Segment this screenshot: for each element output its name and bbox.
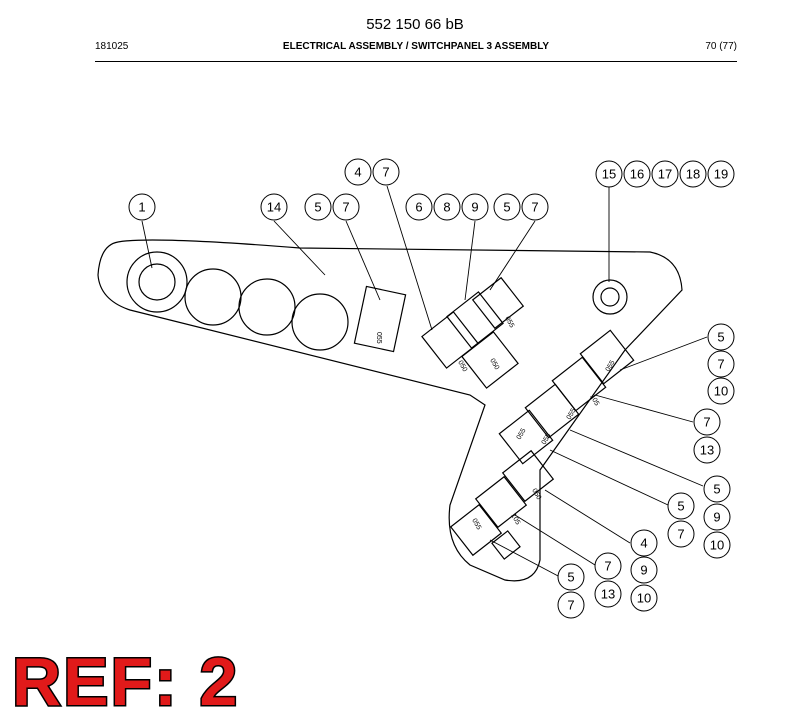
joystick-symbol-3	[291, 293, 349, 351]
callout-circle	[433, 193, 461, 221]
page-title: ELECTRICAL ASSEMBLY / SWITCHPANEL 3 ASSE…	[282, 41, 550, 52]
callout-circle	[703, 475, 731, 503]
callout-number: 8	[443, 200, 450, 215]
callout-circle	[128, 193, 156, 221]
joystick-symbol-2	[238, 278, 296, 336]
callout-number: 7	[677, 527, 684, 542]
callout-number: 16	[630, 167, 644, 182]
switch-label: 050	[456, 360, 468, 374]
callout-number: 7	[717, 357, 724, 372]
switch-label: 050	[488, 358, 500, 372]
callout-circle	[703, 503, 731, 531]
callout-circle	[405, 193, 433, 221]
callout-number: 10	[637, 591, 651, 606]
key-switch	[126, 251, 188, 313]
callout-number: 7	[382, 165, 389, 180]
callout-number: 9	[713, 510, 720, 525]
document-number: 552 150 66 bB	[366, 16, 464, 33]
callout-number: 5	[503, 200, 510, 215]
callout-circle	[594, 552, 622, 580]
switch-label: 105	[588, 394, 600, 408]
switch-label: 055	[516, 427, 528, 441]
callout-number: 5	[314, 200, 321, 215]
ref-label: REF: 2	[10, 644, 240, 720]
callout-number: 9	[640, 563, 647, 578]
callout-circle	[693, 436, 721, 464]
callout-circle	[703, 531, 731, 559]
callout-circle	[372, 158, 400, 186]
callout-number: 7	[531, 200, 538, 215]
callout-number: 17	[658, 167, 672, 182]
callout-number: 7	[703, 415, 710, 430]
date-code: 181025	[95, 41, 129, 52]
emergency-stop	[592, 279, 628, 315]
callout-circle	[260, 193, 288, 221]
callout-circle	[707, 323, 735, 351]
callout-circle	[557, 591, 585, 619]
callout-number: 4	[354, 165, 361, 180]
callout-circle	[667, 492, 695, 520]
callout-number: 5	[713, 482, 720, 497]
callout-circle	[630, 556, 658, 584]
callout-circle	[594, 580, 622, 608]
callout-number: 7	[342, 200, 349, 215]
switch-label: 055	[503, 316, 515, 330]
callout-number: 1	[138, 200, 145, 215]
callout-number: 5	[677, 499, 684, 514]
header-rule	[95, 61, 737, 62]
switch-label: 055	[566, 407, 578, 421]
callout-circle	[707, 350, 735, 378]
switch-label: 055	[470, 518, 482, 532]
page-header: 181025 ELECTRICAL ASSEMBLY / SWITCHPANEL…	[95, 41, 737, 55]
callout-circle	[461, 193, 489, 221]
callout-number: 10	[710, 538, 724, 553]
callout-number: 10	[714, 384, 728, 399]
switch-label: 055	[375, 332, 382, 344]
switch-label: 055	[605, 359, 617, 373]
callout-circle	[304, 193, 332, 221]
callout-circle	[332, 193, 360, 221]
callout-circle	[707, 377, 735, 405]
callout-number: 4	[640, 536, 647, 551]
callout-number: 13	[601, 587, 615, 602]
callout-number: 14	[267, 200, 281, 215]
switch-label: 055	[541, 432, 553, 446]
callout-number: 19	[714, 167, 728, 182]
callout-circle	[630, 584, 658, 612]
callout-number: 7	[567, 598, 574, 613]
callout-number: 5	[567, 570, 574, 585]
callout-number: 15	[602, 167, 616, 182]
callout-number: 9	[471, 200, 478, 215]
switch-label: 050	[530, 488, 542, 502]
callout-number: 18	[686, 167, 700, 182]
callout-number: 6	[415, 200, 422, 215]
switch-frame	[353, 285, 407, 353]
panel-outline	[97, 239, 683, 582]
callout-circle	[667, 520, 695, 548]
callout-number: 7	[604, 559, 611, 574]
callout-circle	[344, 158, 372, 186]
callout-circle	[623, 160, 651, 188]
callout-circle	[679, 160, 707, 188]
joystick-symbol-1	[184, 268, 242, 326]
switch-label: 105	[509, 513, 521, 527]
callout-number: 5	[717, 330, 724, 345]
page-number: 70 (77)	[705, 41, 737, 52]
callout-circle	[521, 193, 549, 221]
callout-circle	[707, 160, 735, 188]
callout-circle	[651, 160, 679, 188]
callout-number: 13	[700, 443, 714, 458]
callout-circle	[557, 563, 585, 591]
callout-circle	[630, 529, 658, 557]
callout-circle	[595, 160, 623, 188]
callout-circle	[493, 193, 521, 221]
callout-circle	[693, 408, 721, 436]
